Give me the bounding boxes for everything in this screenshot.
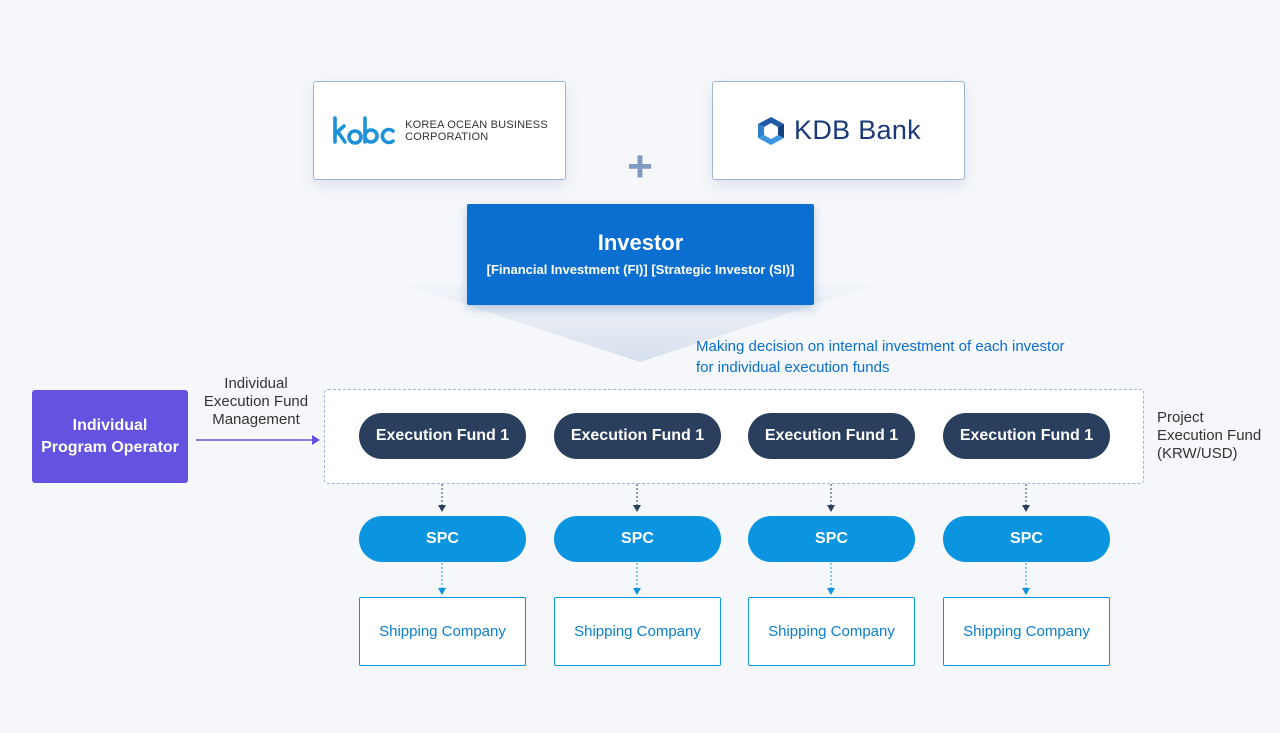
decision-note-line2: for individual execution funds [696, 359, 890, 376]
column-arrow-head [633, 505, 641, 512]
arrow-label-line2: Execution Fund [203, 393, 309, 410]
program-operator-box: Individual Program Operator [32, 390, 188, 483]
plus-icon: + [627, 142, 653, 191]
operator-line2: Program Operator [41, 438, 179, 456]
kobc-name: KOREA OCEAN BUSINESS CORPORATION [405, 118, 548, 143]
execution-fund-pill: Execution Fund 1 [554, 413, 721, 459]
shipping-company-box: Shipping Company [359, 597, 526, 666]
column-arrow-head [1022, 588, 1030, 595]
column-arrow-head [827, 505, 835, 512]
execution-fund-pill: Execution Fund 1 [359, 413, 526, 459]
column-arrow-head [633, 588, 641, 595]
decision-note: Making decision on internal investment o… [696, 336, 1156, 378]
kobc-logo-card: KOREA OCEAN BUSINESS CORPORATION [313, 81, 566, 180]
investor-box: Investor [Financial Investment (FI)] [St… [467, 204, 814, 305]
operator-arrow-label: Individual Execution Fund Management [190, 375, 322, 429]
spc-pill: SPC [359, 516, 526, 562]
project-fund-label: Project Execution Fund (KRW/USD) [1157, 409, 1277, 463]
shipping-company-box: Shipping Company [748, 597, 915, 666]
execution-fund-pill: Execution Fund 1 [748, 413, 915, 459]
column-arrow-head [827, 588, 835, 595]
arrow-label-line1: Individual [224, 375, 288, 392]
project-fund-line2: Execution Fund [1157, 427, 1262, 444]
column-arrow-head [438, 505, 446, 512]
decision-note-line1: Making decision on internal investment o… [696, 338, 1065, 355]
column-arrow-head [1022, 505, 1030, 512]
investor-title: Investor [597, 230, 684, 255]
spc-pill: SPC [554, 516, 721, 562]
operator-line1: Individual [72, 416, 148, 434]
spc-pill: SPC [943, 516, 1110, 562]
operator-arrow-head [312, 435, 320, 445]
project-fund-line3: (KRW/USD) [1157, 445, 1238, 462]
kobc-logo-icon [333, 115, 395, 145]
shipping-company-box: Shipping Company [554, 597, 721, 666]
kdb-logo-icon [758, 116, 785, 145]
kdb-logo-card: KDB Bank [712, 81, 965, 180]
arrow-label-line3: Management [212, 411, 300, 428]
investor-subtitle: [Financial Investment (FI)] [Strategic I… [486, 262, 795, 277]
project-fund-line1: Project [1157, 409, 1204, 426]
execution-fund-pill: Execution Fund 1 [943, 413, 1110, 459]
spc-pill: SPC [748, 516, 915, 562]
shipping-company-box: Shipping Company [943, 597, 1110, 666]
kdb-name: KDB Bank [794, 115, 921, 145]
column-arrow-head [438, 588, 446, 595]
